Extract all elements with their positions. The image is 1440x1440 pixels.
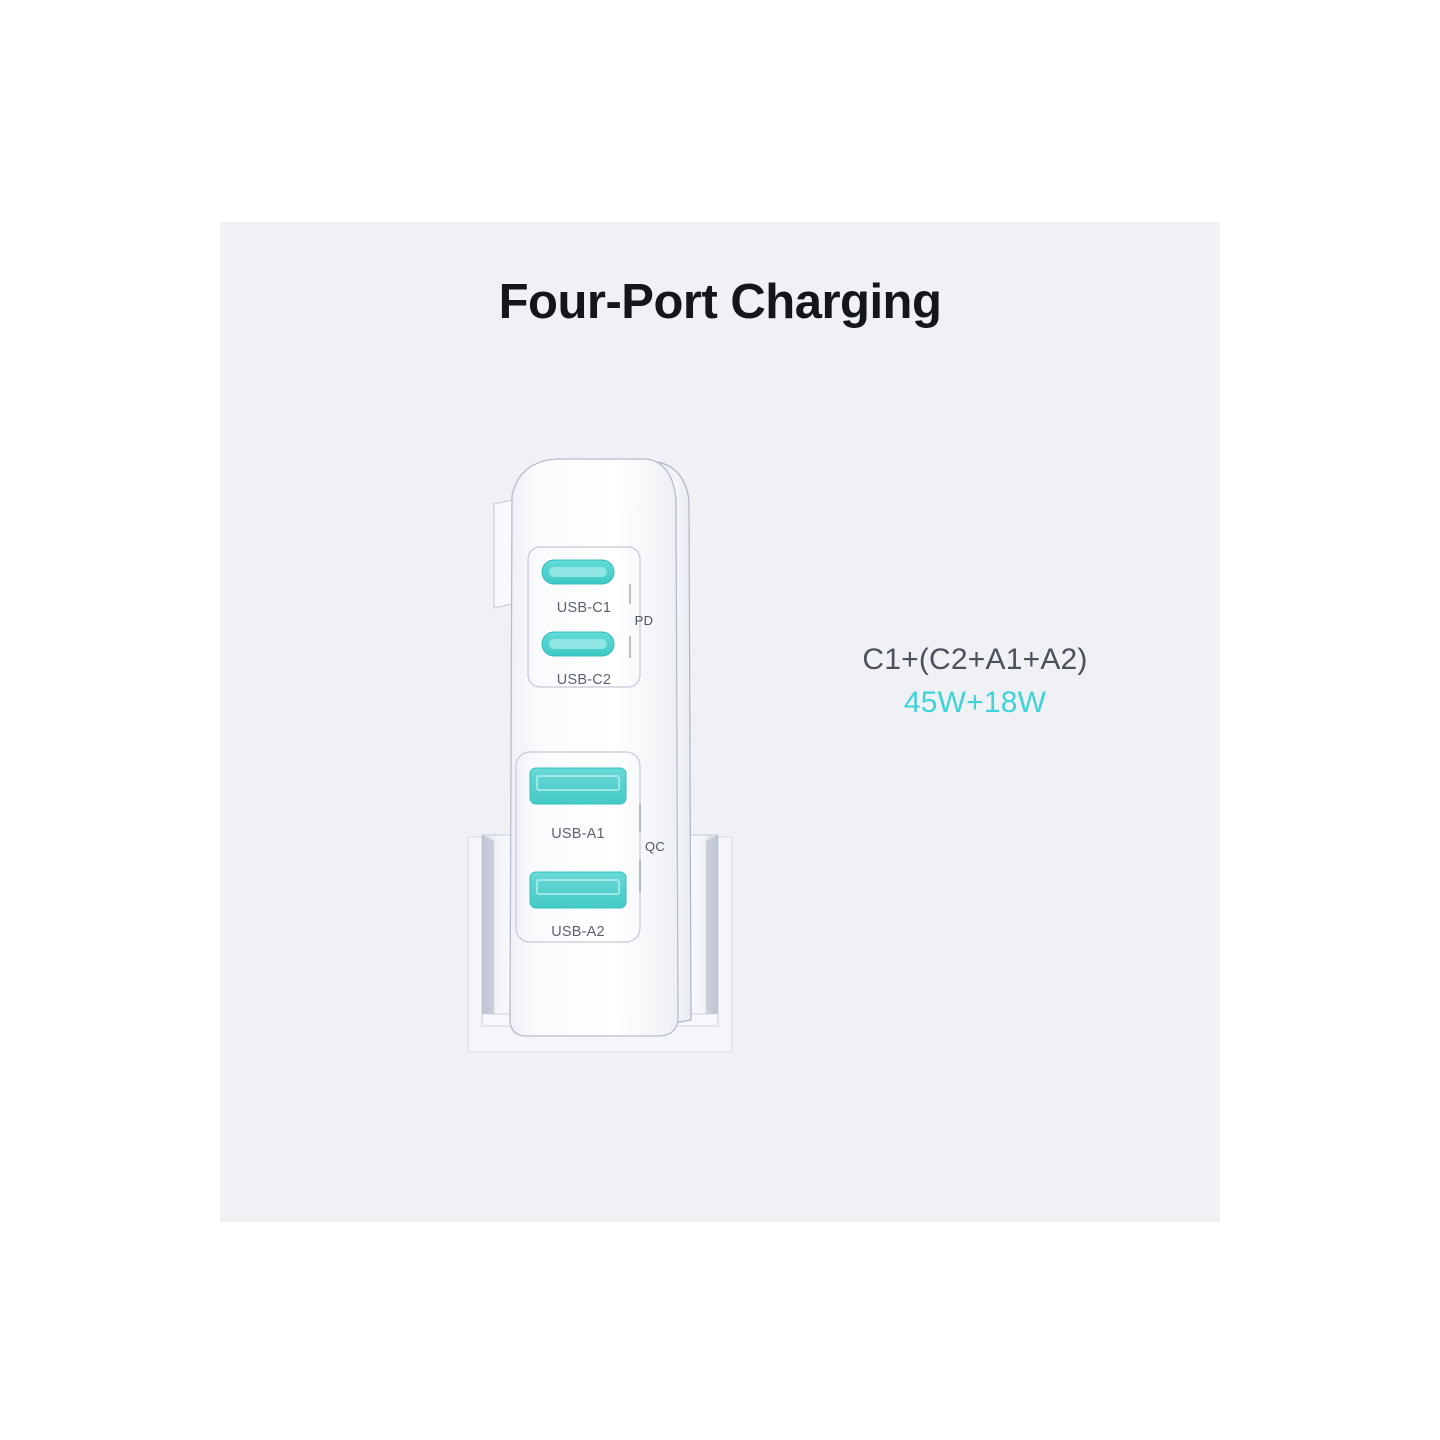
qc-group-outline bbox=[515, 751, 641, 943]
charger-illustration: USB-C1 USB-C2 PD bbox=[460, 452, 740, 1072]
usb-a1-port-shape bbox=[529, 767, 627, 805]
usb-a2-label: USB-A2 bbox=[551, 924, 605, 940]
usb-a2-port-shape bbox=[529, 871, 627, 909]
pd-group-label: PD bbox=[635, 613, 654, 628]
usb-c1-port-inner bbox=[549, 567, 607, 577]
page-title: Four-Port Charging bbox=[498, 275, 942, 329]
charger-side-notch bbox=[493, 499, 513, 609]
pd-group-outline bbox=[527, 546, 641, 688]
usb-a1-label: USB-A1 bbox=[551, 826, 605, 842]
usb-a1-port-inner bbox=[536, 775, 620, 791]
charger-body bbox=[509, 458, 679, 1037]
usb-a2-port-inner bbox=[536, 879, 620, 895]
power-output-text: 45W+18W bbox=[903, 685, 1047, 719]
content-panel: Four-Port Charging bbox=[220, 222, 1220, 1222]
usb-c1-label: USB-C1 bbox=[557, 600, 611, 616]
usb-c2-label: USB-C2 bbox=[557, 672, 611, 688]
port-combination-text: C1+(C2+A1+A2) bbox=[862, 643, 1088, 676]
qc-group-label: QC bbox=[645, 839, 665, 854]
qc-port-group: USB-A1 USB-A2 QC bbox=[515, 751, 665, 943]
pd-port-group: USB-C1 USB-C2 PD bbox=[527, 546, 654, 688]
port-usb-a1[interactable]: USB-A1 bbox=[529, 767, 627, 842]
port-usb-c2[interactable]: USB-C2 bbox=[541, 631, 615, 688]
stand-leg-right-shadow bbox=[706, 835, 718, 1022]
port-usb-c1[interactable]: USB-C1 bbox=[541, 559, 615, 616]
stand-leg-left-shadow bbox=[482, 835, 494, 1022]
port-usb-a2[interactable]: USB-A2 bbox=[529, 871, 627, 940]
usb-c2-port-inner bbox=[549, 639, 607, 649]
spec-block: C1+(C2+A1+A2) 45W+18W bbox=[780, 642, 1170, 721]
